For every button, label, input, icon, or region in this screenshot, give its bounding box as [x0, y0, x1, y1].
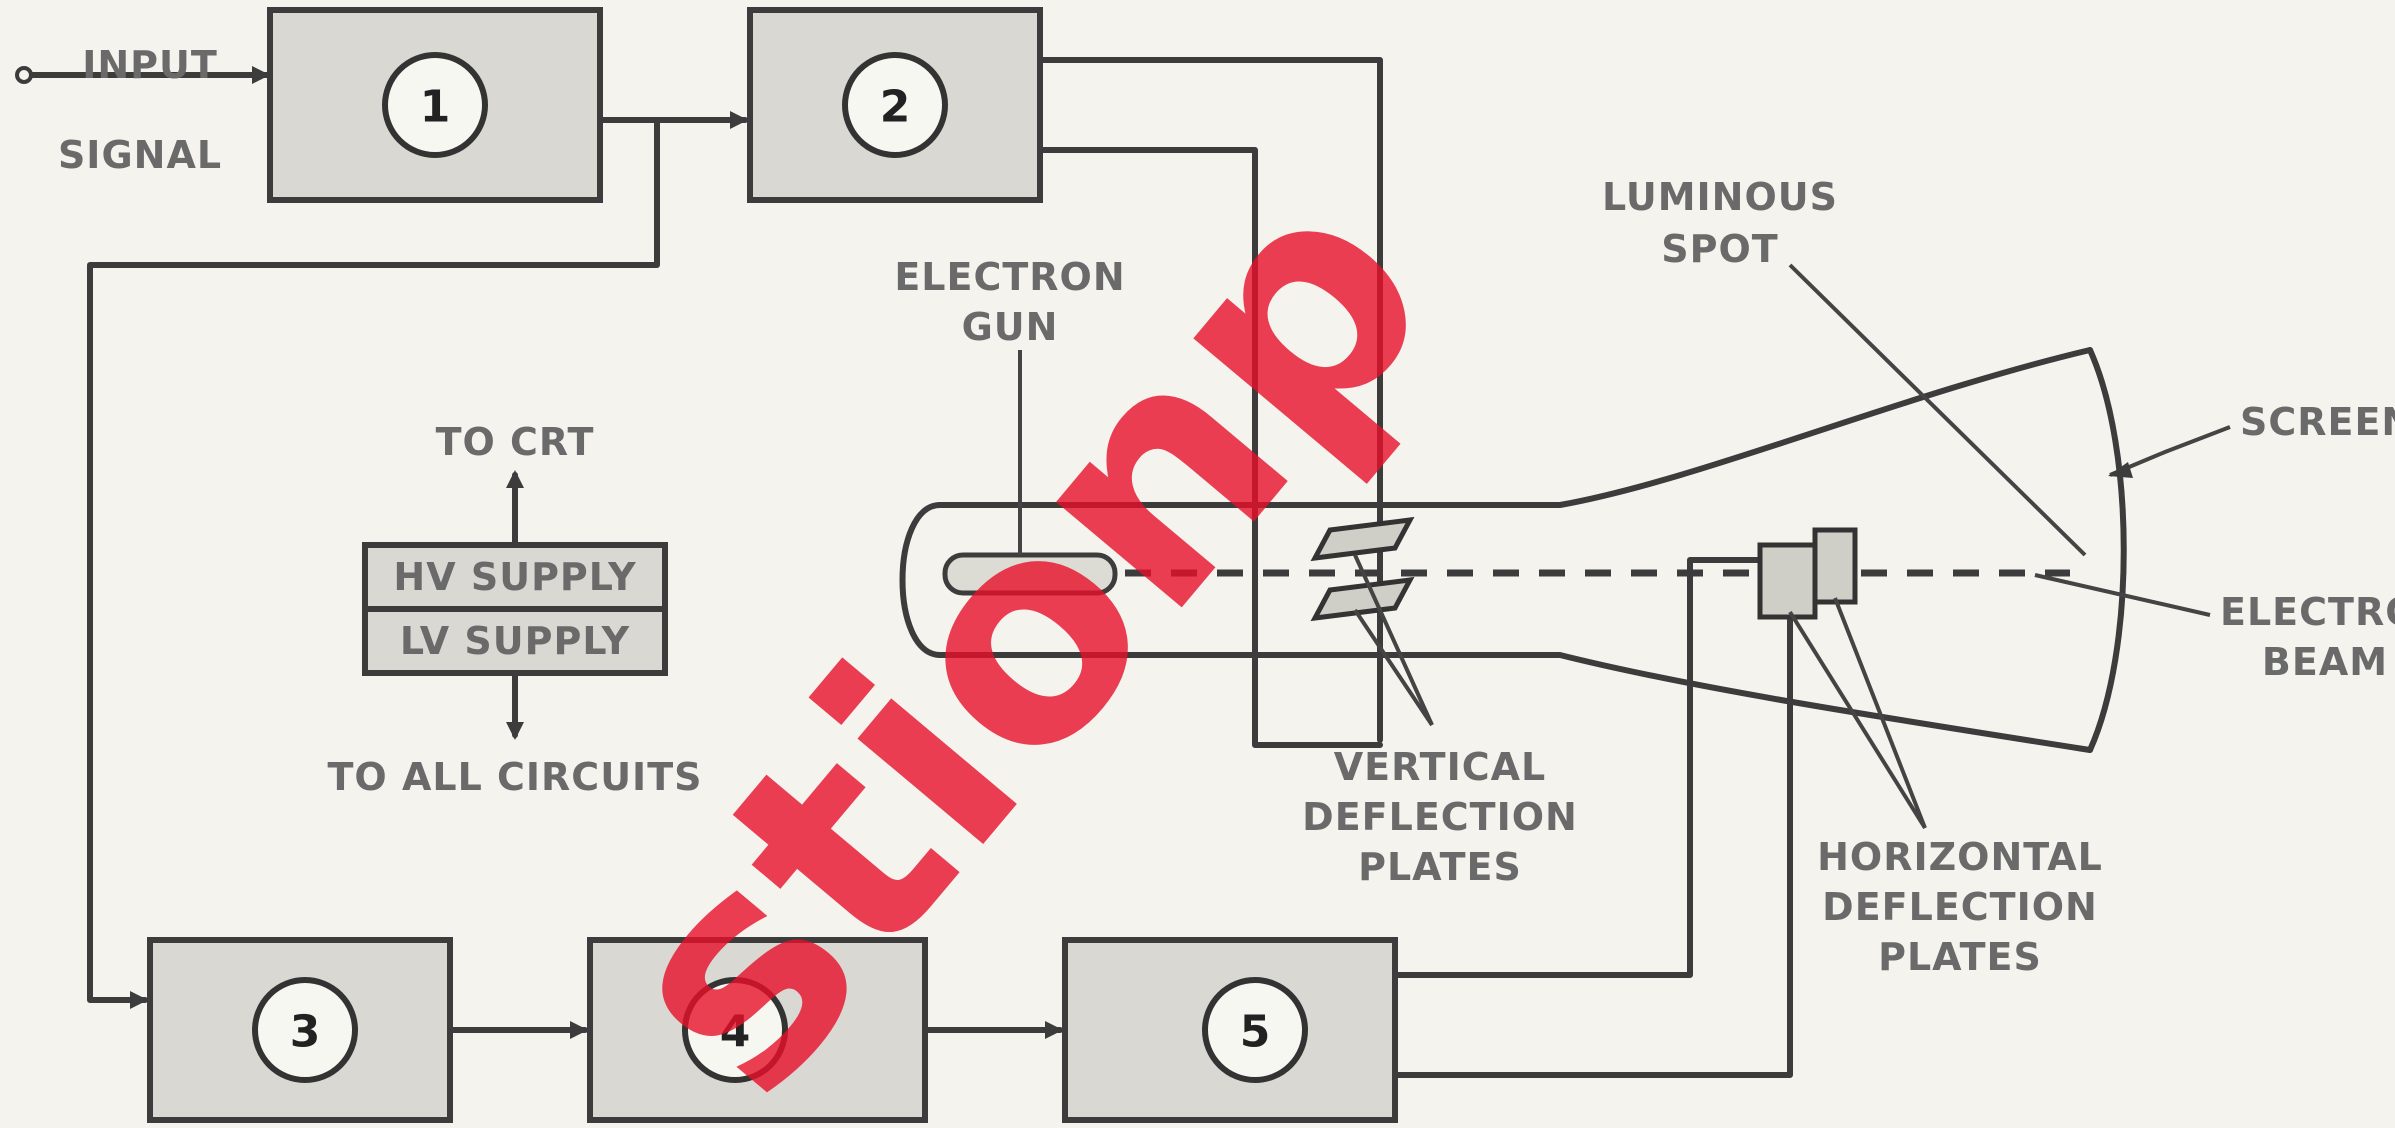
electron-beam-pointer: [2034, 573, 2211, 617]
block-1: 1: [267, 7, 603, 203]
luminous-spot-label-line1: LUMINOUS: [1602, 175, 1838, 219]
horizontal-plates-label-line1: HORIZONTAL: [1817, 835, 2103, 879]
block-4-circle: [682, 977, 788, 1083]
vertical-plates-label-line3: PLATES: [1358, 845, 1522, 889]
input-terminal: [15, 66, 33, 84]
to-all-circuits-label: TO ALL CIRCUITS: [328, 755, 703, 799]
arrow-3-4: [570, 1021, 588, 1039]
vertical-plate-bottom: [1310, 576, 1415, 622]
vplate-pointer-1: [1353, 554, 1434, 726]
wire-2-vplate-bottom: [1037, 147, 1383, 748]
vertical-plates-label-line2: DEFLECTION: [1302, 795, 1578, 839]
block-3-circle: [252, 977, 358, 1083]
wire-2-vplate-top: [1037, 57, 1383, 743]
electron-gun-label-line1: ELECTRON: [894, 255, 1125, 299]
electron-beam-label-line2: BEAM: [2262, 640, 2388, 684]
horizontal-plates-label-line3: PLATES: [1878, 935, 2042, 979]
input-label-line1: INPUT: [82, 43, 218, 87]
horizontal-plate-right: [1812, 527, 1858, 605]
vplate-pointer-2: [1353, 608, 1434, 727]
block-5: 5: [1062, 937, 1398, 1123]
block-5-number: 5: [1240, 1007, 1271, 1058]
input-label-line2: SIGNAL: [58, 133, 222, 177]
hplate-pointer-1: [1788, 610, 1927, 830]
electron-gun-body: [942, 552, 1118, 596]
to-crt-arrow: [506, 470, 524, 488]
horizontal-plates-label-line2: DEFLECTION: [1822, 885, 2098, 929]
screen-arrow: [2108, 462, 2133, 478]
crt-outline-bottom: [937, 652, 2093, 753]
luminous-spot-label-line2: SPOT: [1661, 227, 1778, 271]
block-3: 3: [147, 937, 453, 1123]
hv-supply-box: [362, 542, 668, 612]
arrow-to-3: [130, 991, 148, 1009]
hv-supply-label: HV SUPPLY: [393, 555, 636, 599]
screen-label: SCREEN: [2240, 400, 2395, 444]
block-5-circle: [1202, 977, 1308, 1083]
block-2-circle: [842, 52, 948, 158]
lv-supply-label: LV SUPPLY: [400, 619, 630, 663]
vertical-plates-label-line1: VERTICAL: [1334, 745, 1547, 789]
block-3-number: 3: [290, 1007, 321, 1058]
crt-outline-top: [937, 347, 2093, 508]
vertical-plate-top: [1310, 516, 1415, 562]
to-all-arrow: [506, 722, 524, 740]
input-arrow: [252, 66, 270, 84]
crt-neck-end: [899, 502, 943, 658]
block-1-number: 1: [420, 82, 451, 133]
block-2-number: 2: [880, 82, 911, 133]
wire-sweep-loop: [87, 117, 660, 1003]
block-4-number: 4: [720, 1007, 751, 1058]
to-crt-label: TO CRT: [436, 420, 595, 464]
electron-beam-label-line1: ELECTRON: [2220, 590, 2395, 634]
electron-gun-label-line2: GUN: [962, 305, 1059, 349]
block-2: 2: [747, 7, 1043, 203]
hplate-pointer-2: [1833, 597, 1927, 829]
luminous-spot-pointer: [1788, 263, 2087, 557]
block-1-circle: [382, 52, 488, 158]
horizontal-plate-left: [1757, 542, 1818, 620]
crt-screen: [2087, 347, 2127, 753]
arrow-4-5: [1045, 1021, 1063, 1039]
block-4: 4: [587, 937, 928, 1123]
arrow-1-2: [730, 111, 748, 129]
